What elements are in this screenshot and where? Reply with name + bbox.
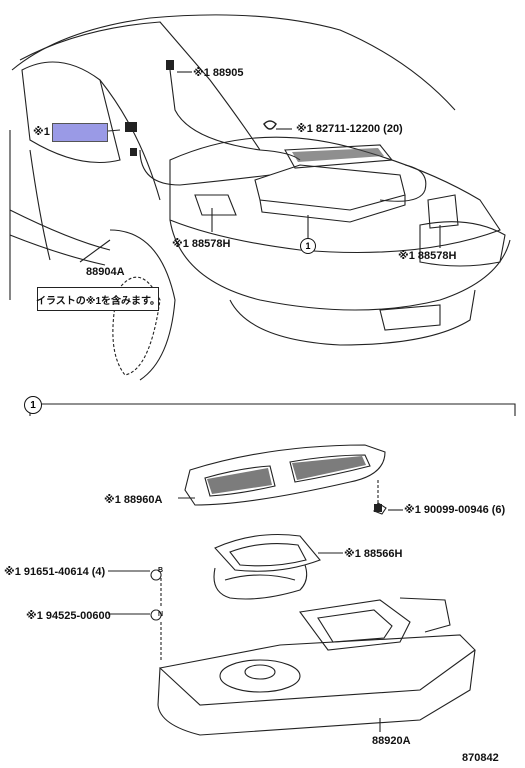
label-88920a: 88920A [372, 735, 411, 747]
car-door-line [29, 149, 51, 261]
car-wheel-arch [109, 229, 176, 381]
car-c-pillar [99, 79, 161, 201]
car-side-window [21, 61, 121, 163]
car-rear-window [19, 21, 261, 151]
grille-cover-opening-right [289, 454, 371, 483]
enclosure-speaker-ring [219, 659, 301, 693]
speaker-box-side [259, 195, 406, 223]
car-side-line [9, 209, 111, 251]
bolt-letter-b: B [158, 567, 164, 574]
car-rear-wheel [112, 276, 161, 376]
nut-n [150, 609, 162, 621]
speaker-unit [213, 564, 308, 600]
section-1-marker: 1 [24, 396, 42, 414]
label-90099-00946: ※1 90099-00946 (6) [404, 504, 506, 516]
car-roof-line [11, 14, 456, 111]
illustration-note: イラストの※1を含みます。 [36, 287, 160, 311]
label-88566h: ※1 88566H [344, 548, 403, 560]
label-91651-40614: ※1 91651-40614 (4) [4, 566, 106, 578]
car-trunk-lid [169, 136, 501, 254]
speaker-cone [224, 574, 296, 581]
car-bumper-recess [379, 304, 441, 331]
speaker-wire-2 [379, 164, 427, 202]
pad-left [194, 194, 237, 216]
diagram-number: 870842 [462, 752, 499, 764]
bolt-b [150, 569, 162, 581]
label-88578h-left: ※1 88578H [172, 238, 231, 250]
speaker-adapter-ring [214, 534, 321, 572]
car-rear-panel [169, 219, 511, 311]
enclosure-top [158, 634, 476, 706]
duct-frame [299, 599, 411, 651]
enclosure-front [157, 649, 476, 736]
duct-frame-inner [317, 609, 393, 643]
speaker-wire [139, 149, 271, 186]
pad-right [427, 194, 459, 229]
speaker-adapter-inner [229, 543, 307, 567]
speaker-box-grille [284, 144, 394, 169]
bracket [399, 597, 451, 633]
speaker-box-top [254, 164, 406, 211]
label-left-star: ※1 [33, 126, 50, 138]
label-82711-12200: ※1 82711-12200 (20) [296, 123, 403, 135]
label-88578h-right: ※1 88578H [398, 250, 457, 262]
grille-cover-opening-left [204, 465, 276, 497]
car-tail-light [419, 221, 506, 267]
section-1-callout: 1 [300, 238, 316, 254]
label-88905: ※1 88905 [193, 67, 244, 79]
label-88904a: 88904A [86, 266, 125, 278]
highlight-marker [52, 123, 108, 142]
grille-cover [184, 444, 386, 506]
car-side-line-2 [9, 234, 106, 266]
antenna-wire [169, 69, 301, 161]
label-94525-00600: ※1 94525-00600 [26, 610, 111, 622]
enclosure-speaker-cone [244, 664, 276, 680]
car-bumper [229, 289, 476, 346]
nut-letter-n: N [158, 611, 164, 618]
label-88960a: ※1 88960A [104, 494, 163, 506]
section-divider [29, 403, 516, 416]
